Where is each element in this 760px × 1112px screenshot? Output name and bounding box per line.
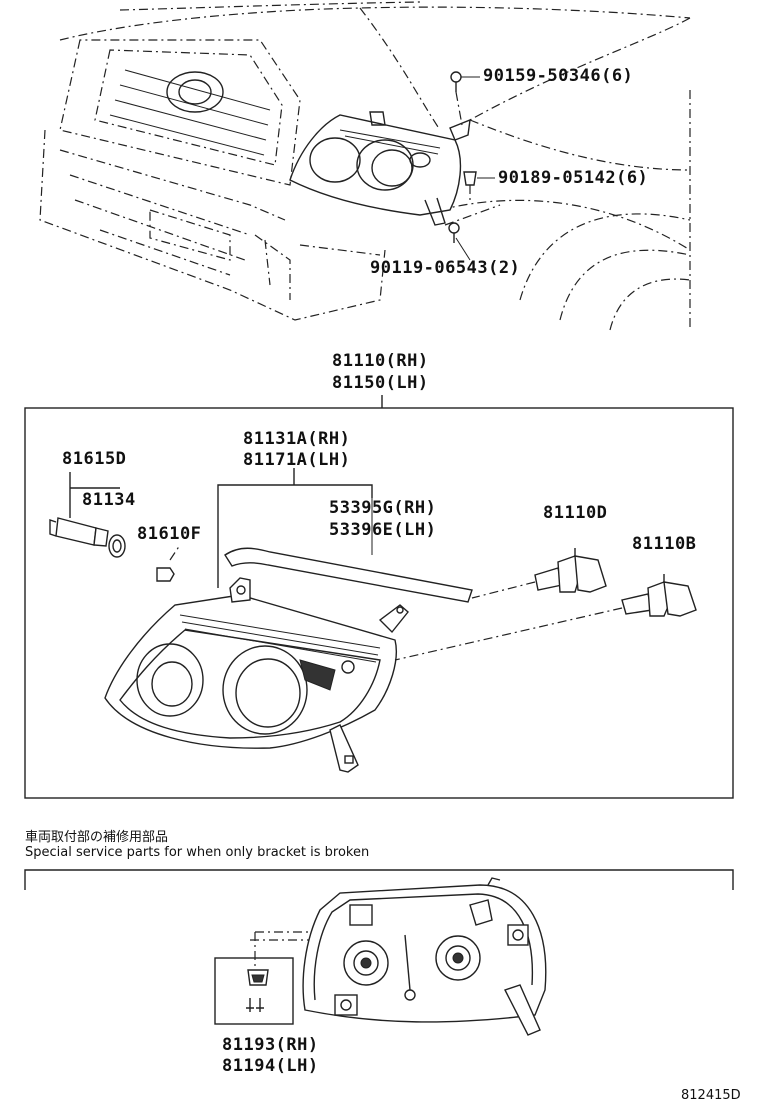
gasket-icon xyxy=(108,534,126,558)
part-number-clip: 90189-05142(6) xyxy=(498,168,649,188)
assembly-box xyxy=(24,395,734,799)
service-note-japanese: 車両取付部の補修用部品 xyxy=(25,830,169,845)
part-number-trim-rh: 53395G(RH) xyxy=(329,498,437,518)
headlight-bulb-icon xyxy=(394,574,697,661)
bulb-socket-icon xyxy=(49,517,109,547)
vehicle-front-illustration xyxy=(39,1,691,331)
part-number-bulb-hi: 81110D xyxy=(543,503,608,523)
bolt-icon xyxy=(450,71,462,92)
headlight-assembly-icon xyxy=(104,577,409,773)
part-number-bolt-bottom: 90119-06543(2) xyxy=(370,258,521,278)
part-number-socket: 81615D xyxy=(62,449,127,469)
part-number-kit-rh: 81193(RH) xyxy=(222,1035,319,1055)
service-box xyxy=(24,869,734,890)
part-number-kit-lh: 81194(LH) xyxy=(222,1056,319,1076)
part-number-bulb-small: 81610F xyxy=(137,524,202,544)
part-number-gasket: 81134 xyxy=(82,490,136,510)
trim-strip-icon xyxy=(224,498,473,603)
diagram-code: 812415D xyxy=(681,1088,741,1103)
part-number-housing-lh: 81171A(LH) xyxy=(243,450,351,470)
bracket-kit-box xyxy=(214,957,294,1025)
headlight-bulb-icon xyxy=(471,548,607,599)
part-number-bolt-top: 90159-50346(6) xyxy=(483,66,634,86)
small-bulb-icon xyxy=(156,544,181,582)
assembly-number-lh: 81150(LH) xyxy=(332,373,429,393)
socket-leader xyxy=(69,472,120,518)
service-note-english: Special service parts for when only brac… xyxy=(25,845,370,860)
part-number-housing-rh: 81131A(RH) xyxy=(243,429,351,449)
part-number-bulb-lo: 81110B xyxy=(632,534,697,554)
part-number-trim-lh: 53396E(LH) xyxy=(329,520,437,540)
lamp-rear-view-icon xyxy=(302,877,547,1036)
housing-leader xyxy=(217,484,373,588)
assembly-number-rh: 81110(RH) xyxy=(332,351,429,371)
bolt-icon xyxy=(448,222,460,243)
clip-icon xyxy=(463,171,477,186)
